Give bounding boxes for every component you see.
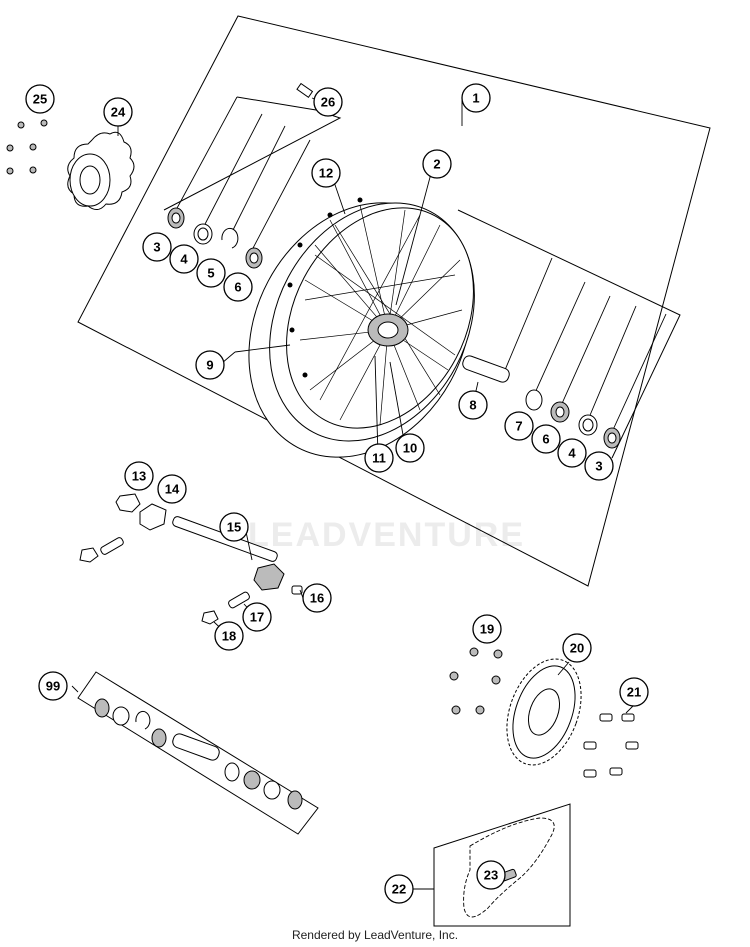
svg-text:15: 15 — [227, 520, 241, 535]
right-bearing-leaders — [504, 257, 667, 433]
callout-21: 21 — [619, 677, 649, 707]
sprocket-bolts — [583, 713, 639, 778]
callout-18: 18 — [214, 621, 244, 651]
callout-17: 17 — [242, 602, 272, 632]
drive-chain — [463, 817, 555, 918]
brake-disc — [67, 131, 135, 210]
callout-9: 9 — [195, 350, 225, 380]
bearing-kit-parts — [94, 698, 303, 810]
footer-credit: Rendered by LeadVenture, Inc. — [291, 928, 459, 942]
svg-text:22: 22 — [392, 882, 406, 897]
svg-text:18: 18 — [222, 629, 236, 644]
callout-25: 25 — [25, 84, 55, 114]
svg-text:4: 4 — [180, 252, 188, 267]
sprocket — [506, 658, 582, 766]
svg-text:4: 4 — [568, 446, 576, 461]
left-bearing-group-frame — [163, 96, 342, 211]
svg-text:3: 3 — [153, 240, 160, 255]
svg-text:7: 7 — [515, 419, 522, 434]
callout-99: 99 — [38, 671, 68, 701]
svg-text:21: 21 — [627, 685, 641, 700]
chain-frame — [433, 803, 571, 927]
svg-text:25: 25 — [33, 92, 47, 107]
svg-text:10: 10 — [403, 441, 417, 456]
callout-6-right: 6 — [531, 424, 561, 454]
svg-text:17: 17 — [250, 610, 264, 625]
svg-text:1: 1 — [472, 91, 479, 106]
svg-text:6: 6 — [542, 432, 549, 447]
callout-7: 7 — [504, 411, 534, 441]
left-bearing-leaders — [175, 96, 311, 251]
svg-text:5: 5 — [207, 266, 214, 281]
svg-text:24: 24 — [111, 105, 126, 120]
right-hub-spacer-and-bearings — [462, 355, 621, 449]
callout-1: 1 — [461, 83, 491, 113]
svg-text:6: 6 — [234, 280, 241, 295]
svg-text:12: 12 — [319, 166, 333, 181]
svg-text:11: 11 — [372, 451, 386, 466]
callout-23: 23 — [476, 860, 506, 890]
callout-2: 2 — [422, 149, 452, 179]
svg-text:3: 3 — [595, 459, 602, 474]
svg-text:8: 8 — [469, 398, 476, 413]
callout-13: 13 — [124, 461, 154, 491]
right-bearing-group-frame — [457, 209, 681, 459]
callout-24: 24 — [103, 97, 133, 127]
callout-12: 12 — [311, 158, 341, 188]
callout-22: 22 — [384, 874, 414, 904]
callout-4-right: 4 — [557, 438, 587, 468]
svg-text:23: 23 — [484, 868, 498, 883]
axle-group — [79, 493, 303, 625]
callout-3-right: 3 — [584, 451, 614, 481]
svg-text:26: 26 — [321, 95, 335, 110]
wheel-assembly-frame — [77, 15, 711, 587]
callout-19: 19 — [472, 614, 502, 644]
svg-text:16: 16 — [310, 591, 324, 606]
svg-text:13: 13 — [132, 469, 146, 484]
callout-6-left: 6 — [223, 272, 253, 302]
callout-20: 20 — [562, 633, 592, 663]
left-hub-bearings — [167, 207, 263, 269]
svg-text:19: 19 — [480, 622, 494, 637]
bearing-kit-frame — [77, 671, 319, 835]
svg-text:9: 9 — [206, 358, 213, 373]
callout-4-left: 4 — [169, 244, 199, 274]
callout-5: 5 — [196, 258, 226, 288]
sprocket-nuts — [449, 647, 503, 715]
callout-16: 16 — [302, 583, 332, 613]
watermark: LEADVENTURE — [248, 516, 525, 554]
disc-bolts — [6, 119, 48, 175]
svg-text:20: 20 — [570, 641, 584, 656]
svg-text:2: 2 — [433, 157, 440, 172]
callout-15: 15 — [219, 512, 249, 542]
callout-26: 26 — [313, 87, 343, 117]
rear-wheel — [248, 197, 475, 458]
callout-11: 11 — [364, 443, 394, 473]
callout-14: 14 — [157, 474, 187, 504]
callout-10: 10 — [395, 433, 425, 463]
callout-8: 8 — [458, 390, 488, 420]
callout-3-left: 3 — [142, 232, 172, 262]
svg-text:99: 99 — [46, 679, 60, 694]
svg-text:14: 14 — [165, 482, 180, 497]
